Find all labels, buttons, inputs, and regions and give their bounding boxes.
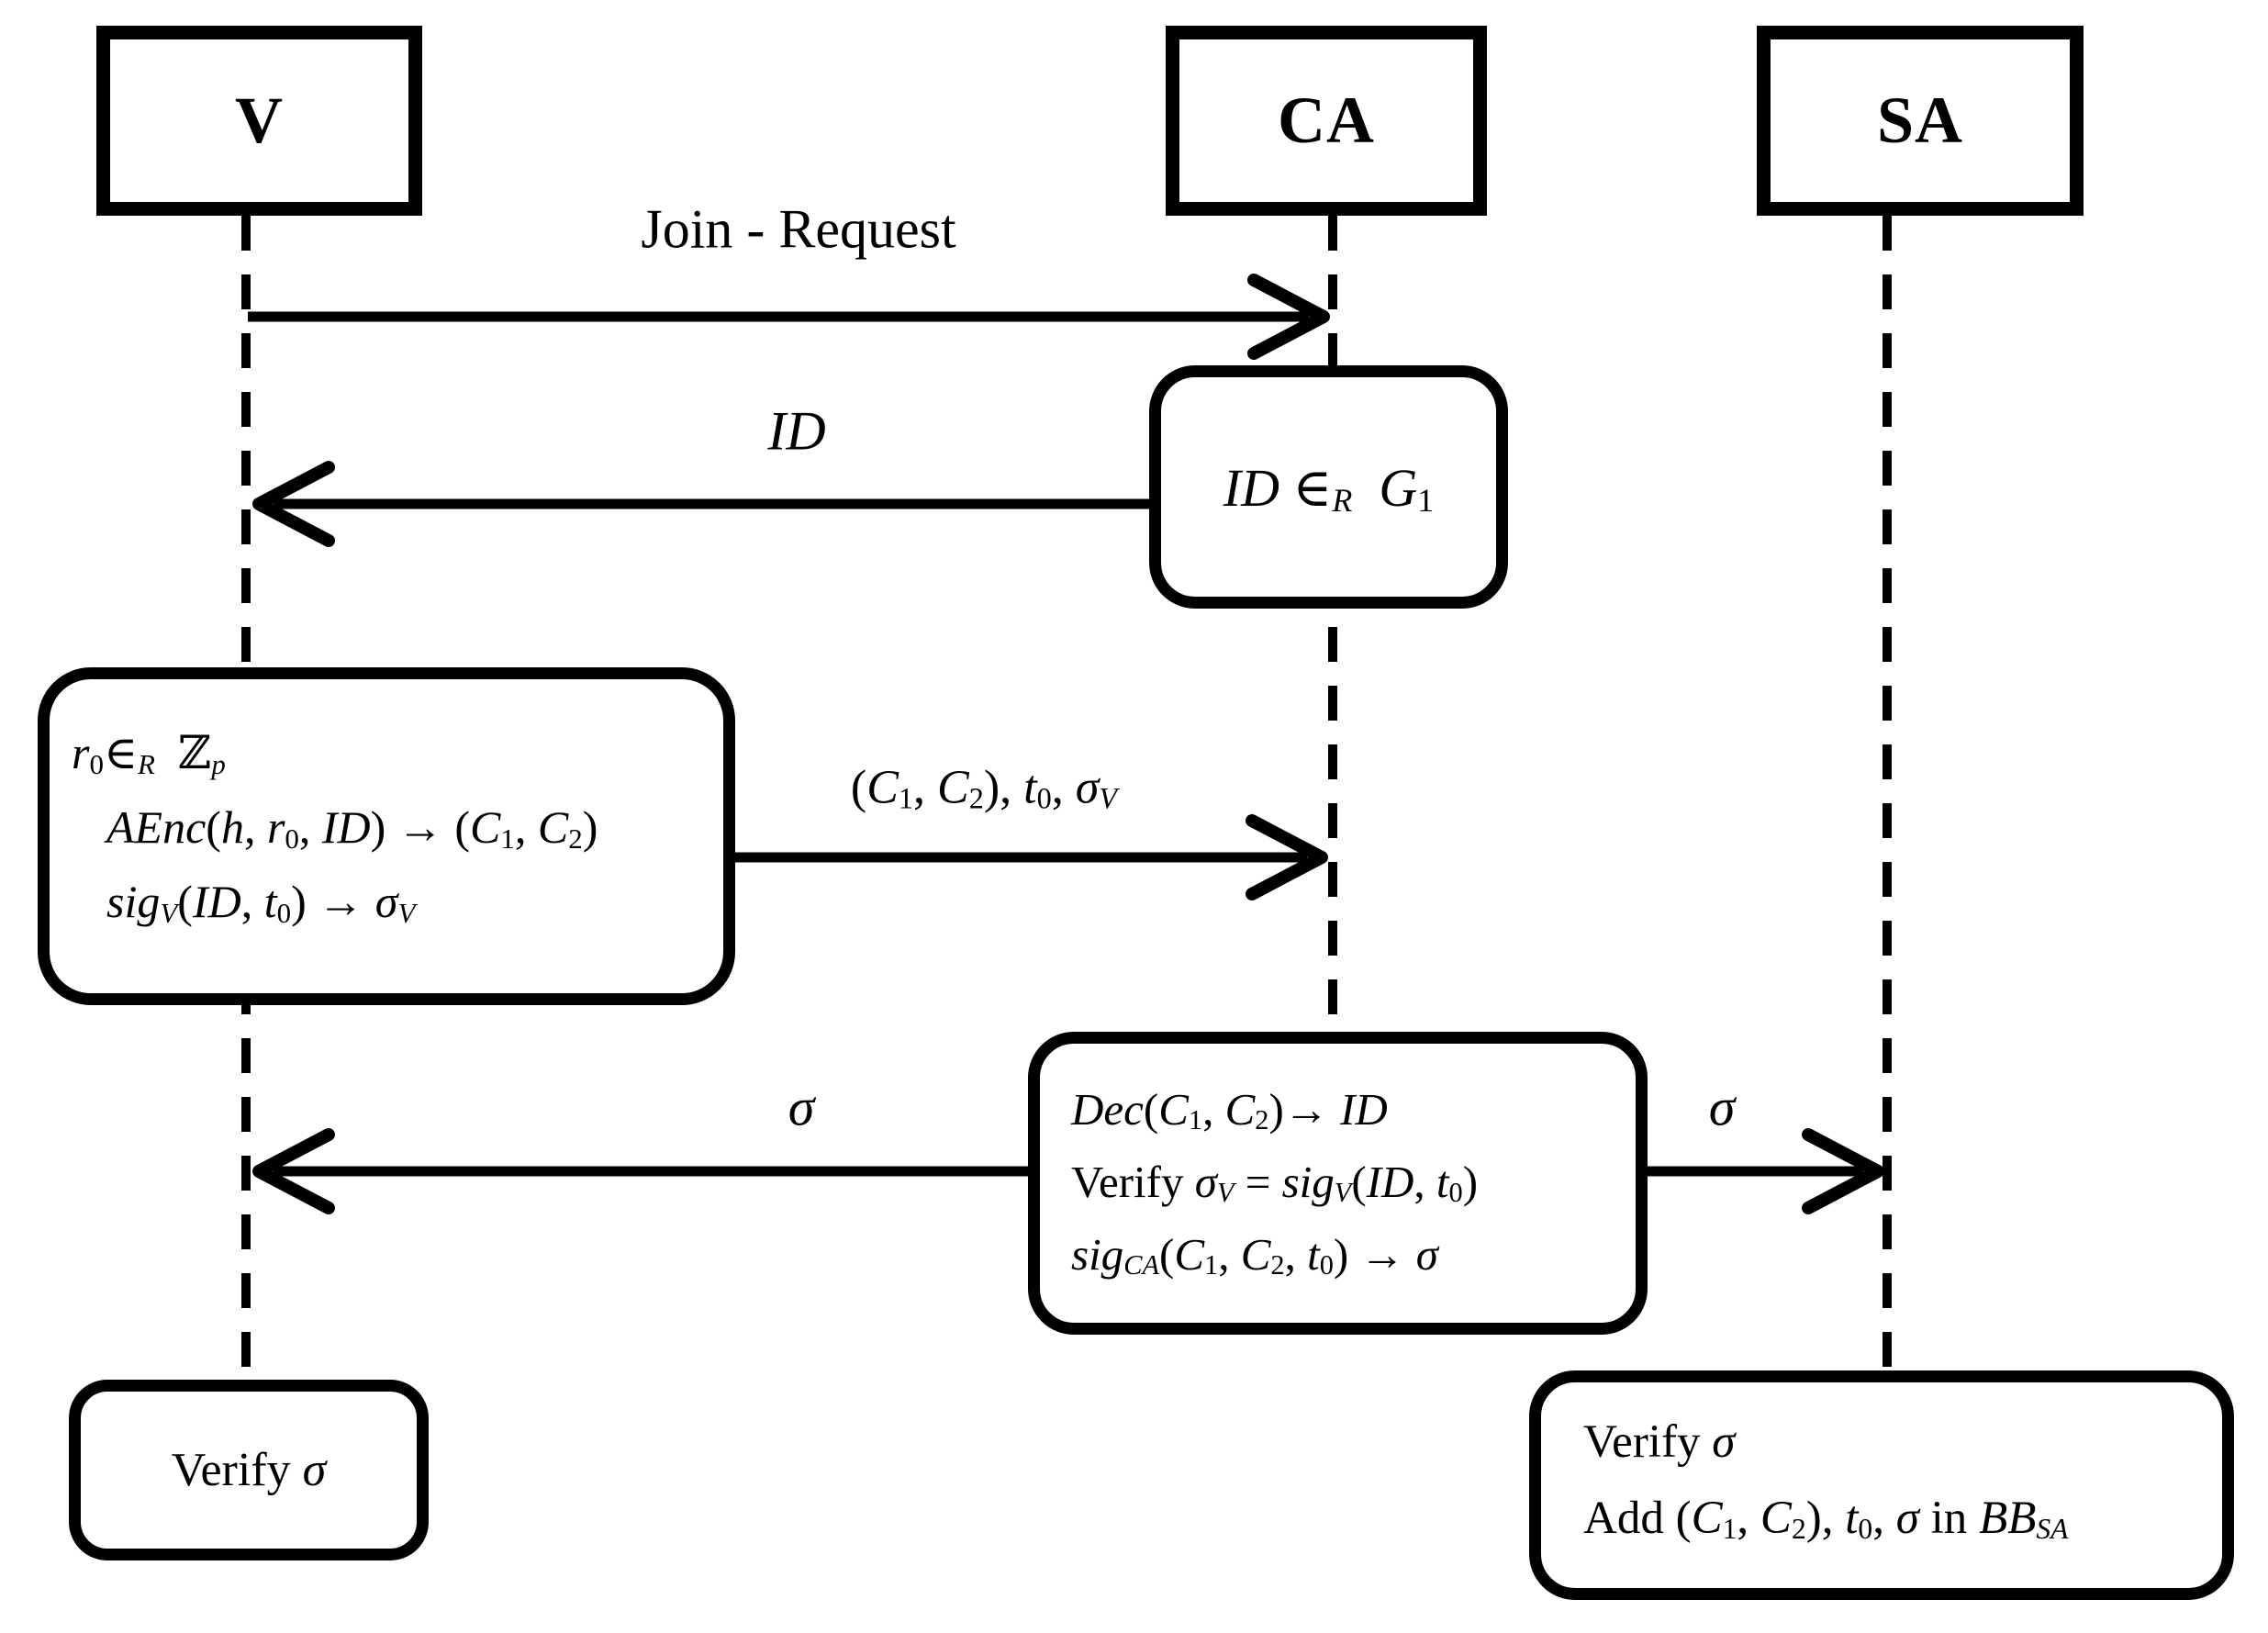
v-encrypt-line-1: r0∈R ℤp [72, 727, 226, 780]
message-label-sigma-left: σ [788, 1077, 815, 1137]
ca-process-line-1: Dec(C1, C2)→ ID [1071, 1084, 1388, 1136]
message-label-join-request: Join - Request [641, 198, 956, 260]
ca-process-line-2: Verify σV = sigV(ID, t0) [1071, 1157, 1479, 1209]
actor-label-v: V [235, 84, 284, 157]
sa-record-line-1: Verify σ [1583, 1416, 1736, 1468]
arrowhead-sigma-to-v [252, 1128, 335, 1214]
actor-label-sa: SA [1876, 84, 1964, 157]
process-box-sa-record: Verify σ Add (C1, C2), t0, σ in BBSA [1529, 1370, 2234, 1600]
arrowhead-sigma-to-sa [1802, 1128, 1884, 1214]
process-box-ca-process: Dec(C1, C2)→ ID Verify σV = sigV(ID, t0)… [1028, 1032, 1648, 1335]
process-box-ca-id-generation: ID ∈R G1 [1149, 365, 1508, 609]
actor-label-ca: CA [1278, 84, 1375, 157]
v-encrypt-line-3: sigV(ID, t0) → σV [106, 876, 416, 929]
arrowhead-id-response [252, 461, 335, 547]
message-label-commitment: (C1, C2), t0, σV [850, 761, 1118, 815]
arrowhead-join-request [1247, 274, 1330, 360]
v-encrypt-line-2: AEnc(h, r0, ID) → (C1, C2) [106, 801, 598, 855]
arrowhead-commitment [1246, 814, 1328, 900]
actor-box-v: V [96, 26, 422, 216]
process-box-v-verify: Verify σ [69, 1380, 429, 1560]
message-label-sigma-right: σ [1708, 1077, 1736, 1137]
process-box-v-encrypt: r0∈R ℤp AEnc(h, r0, ID) → (C1, C2) sigV(… [38, 667, 735, 1005]
sa-record-line-2: Add (C1, C2), t0, σ in BBSA [1583, 1493, 2069, 1545]
actor-box-ca: CA [1166, 26, 1487, 216]
message-label-id: ID [767, 400, 826, 462]
ca-id-generation-line: ID ∈R G1 [1223, 457, 1435, 519]
v-verify-line: Verify σ [171, 1444, 327, 1496]
actor-box-sa: SA [1757, 26, 2084, 216]
ca-process-line-3: sigCA(C1, C2, t0) → σ [1071, 1229, 1438, 1281]
